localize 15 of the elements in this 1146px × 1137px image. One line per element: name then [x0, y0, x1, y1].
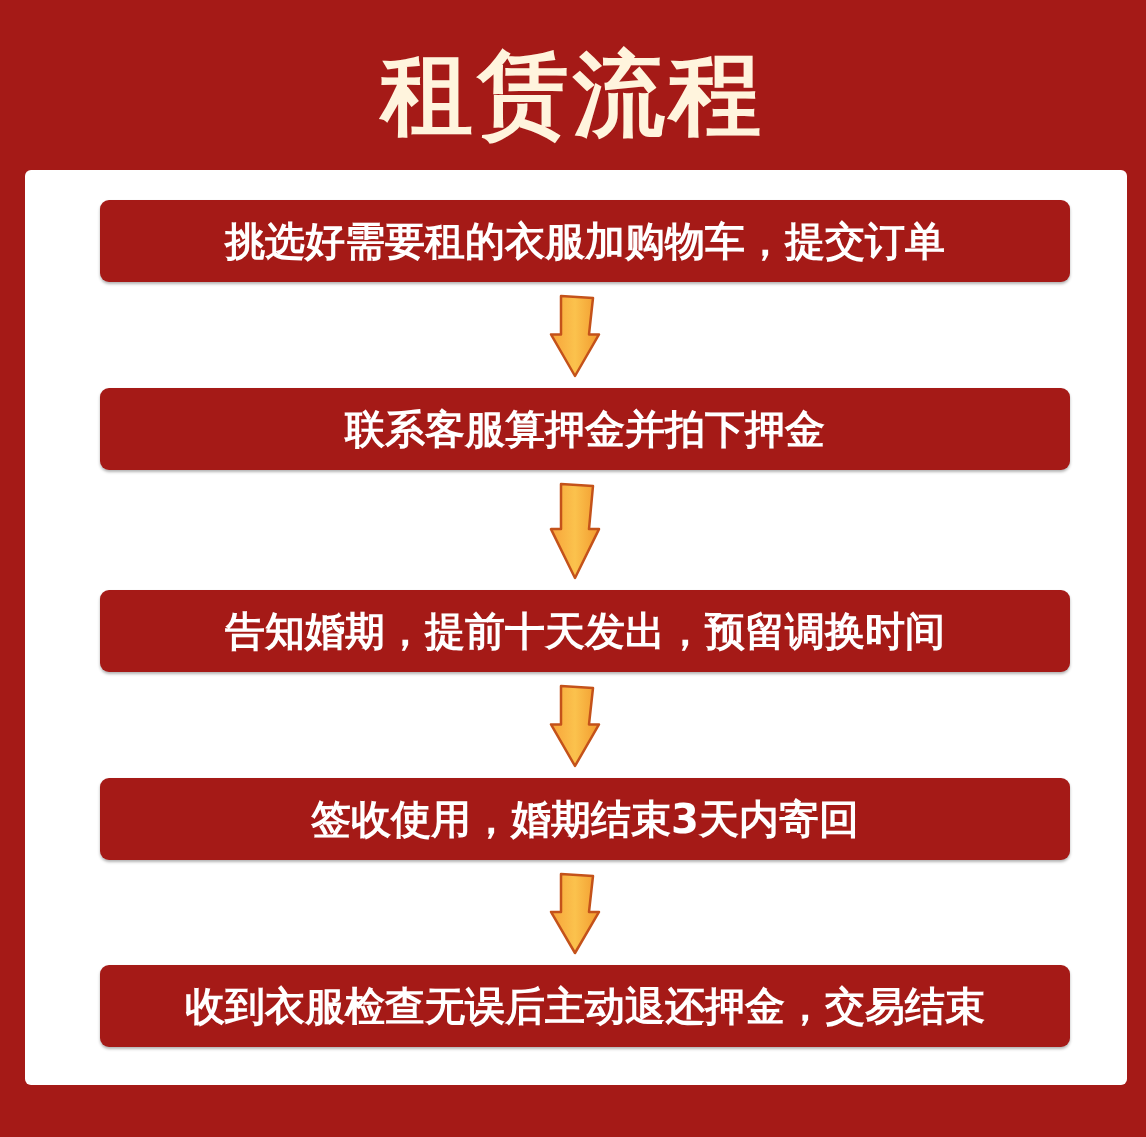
down-arrow [549, 684, 601, 768]
step-box [100, 778, 1070, 860]
title: 租赁流程 [378, 40, 766, 150]
step-text: 联系客服算押金并拍下押金 [345, 404, 825, 454]
step-text: 签收使用，婚期结束3天内寄回 [311, 794, 859, 844]
down-arrow [549, 482, 601, 580]
step-box [100, 590, 1070, 672]
step-text: 挑选好需要租的衣服加购物车，提交订单 [225, 216, 945, 266]
step-box [100, 388, 1070, 470]
step-box [100, 965, 1070, 1047]
down-arrow [549, 294, 601, 378]
down-arrow [549, 872, 601, 955]
step-text: 收到衣服检查无误后主动退还押金，交易结束 [185, 981, 985, 1031]
step-box [100, 200, 1070, 282]
step-text: 告知婚期，提前十天发出，预留调换时间 [225, 606, 945, 656]
